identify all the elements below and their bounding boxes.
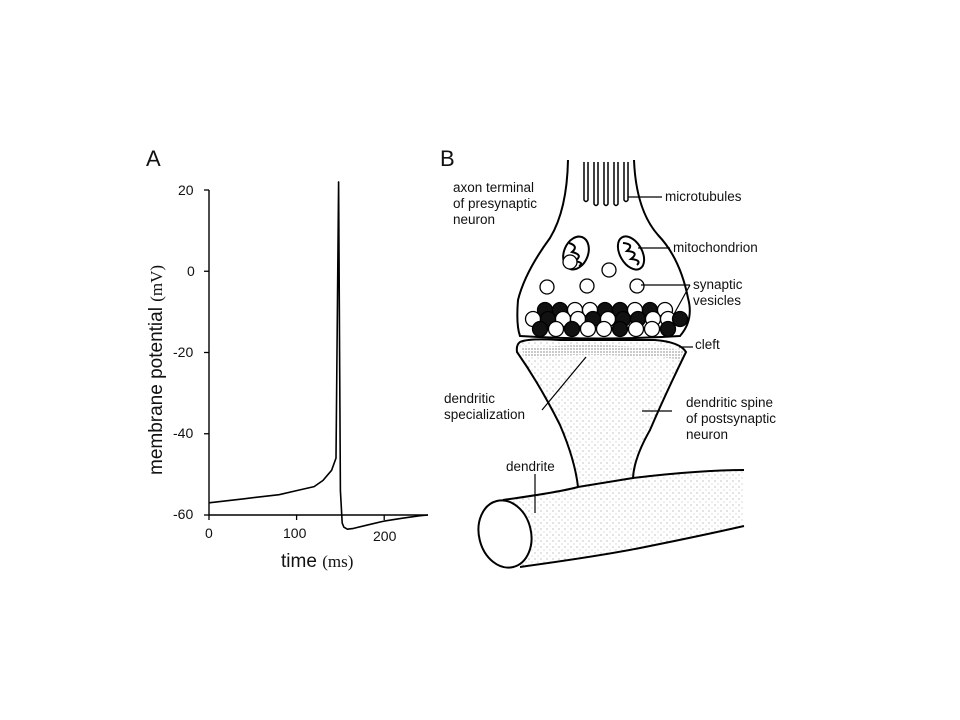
synaptic-vesicle xyxy=(547,320,565,338)
synaptic-vesicle xyxy=(643,320,661,338)
y-tick-label: 0 xyxy=(187,263,195,279)
panel-label-b: B xyxy=(440,146,455,171)
y-tick-label: -20 xyxy=(173,344,194,360)
synaptic-vesicle xyxy=(563,320,581,338)
x-axis-ticks xyxy=(208,515,385,520)
y-tick-label: -40 xyxy=(173,425,194,441)
x-tick-label: 0 xyxy=(205,525,213,541)
x-axis-title-text: time xyxy=(281,551,317,572)
synaptic-vesicle xyxy=(627,320,645,338)
axon-terminal xyxy=(516,159,691,340)
microtubules xyxy=(583,162,629,207)
label-synaptic-vesicles: synaptic vesicles xyxy=(693,277,743,308)
synaptic-vesicle xyxy=(579,320,597,338)
synaptic-vesicle xyxy=(671,310,689,328)
scattered-vesicles xyxy=(539,254,645,295)
y-axis-title-unit: (mV) xyxy=(147,264,166,302)
label-microtubules: microtubules xyxy=(665,189,742,204)
dendrite-shaft xyxy=(503,470,744,567)
synaptic-vesicle xyxy=(595,320,613,338)
panel-label-a: A xyxy=(146,146,161,171)
synaptic-vesicle-cluster xyxy=(524,301,689,338)
label-mitochondrion: mitochondrion xyxy=(673,240,758,255)
x-tick-label: 200 xyxy=(373,528,397,544)
membrane-potential-trace xyxy=(208,181,429,530)
label-dendritic-specialization: dendritic specialization xyxy=(444,391,526,422)
y-axis-title: membrane potential (mV) xyxy=(146,265,168,475)
x-tick-label: 100 xyxy=(283,525,307,541)
chart-a xyxy=(204,181,429,530)
dendrite-outline-bottom xyxy=(519,525,745,568)
x-axis-title: time (ms) xyxy=(281,551,353,573)
synapse-diagram xyxy=(477,159,745,569)
x-axis-title-unit: (ms) xyxy=(322,552,354,571)
y-axis-ticks xyxy=(204,189,209,516)
synaptic-vesicle xyxy=(611,320,629,338)
y-axis-title-text: membrane potential xyxy=(146,307,167,475)
y-tick-label: -60 xyxy=(173,506,194,522)
synaptic-vesicle xyxy=(531,320,549,338)
label-dendritic-spine: dendritic spine of postsynaptic neuron xyxy=(686,395,777,442)
dendrite-outline-top-right xyxy=(632,469,745,479)
label-cleft: cleft xyxy=(695,337,720,352)
dendrite-outline-top xyxy=(502,486,579,501)
label-dendrite: dendrite xyxy=(506,459,555,474)
dendritic-specialization xyxy=(522,345,683,359)
synaptic-vesicle xyxy=(659,320,677,338)
dendritic-spine xyxy=(515,338,688,489)
label-axon-terminal: axon terminal of presynaptic neuron xyxy=(453,180,538,227)
y-tick-label: 20 xyxy=(178,182,194,198)
leader-lines xyxy=(534,196,693,513)
dendrite-cut-end xyxy=(477,499,533,569)
